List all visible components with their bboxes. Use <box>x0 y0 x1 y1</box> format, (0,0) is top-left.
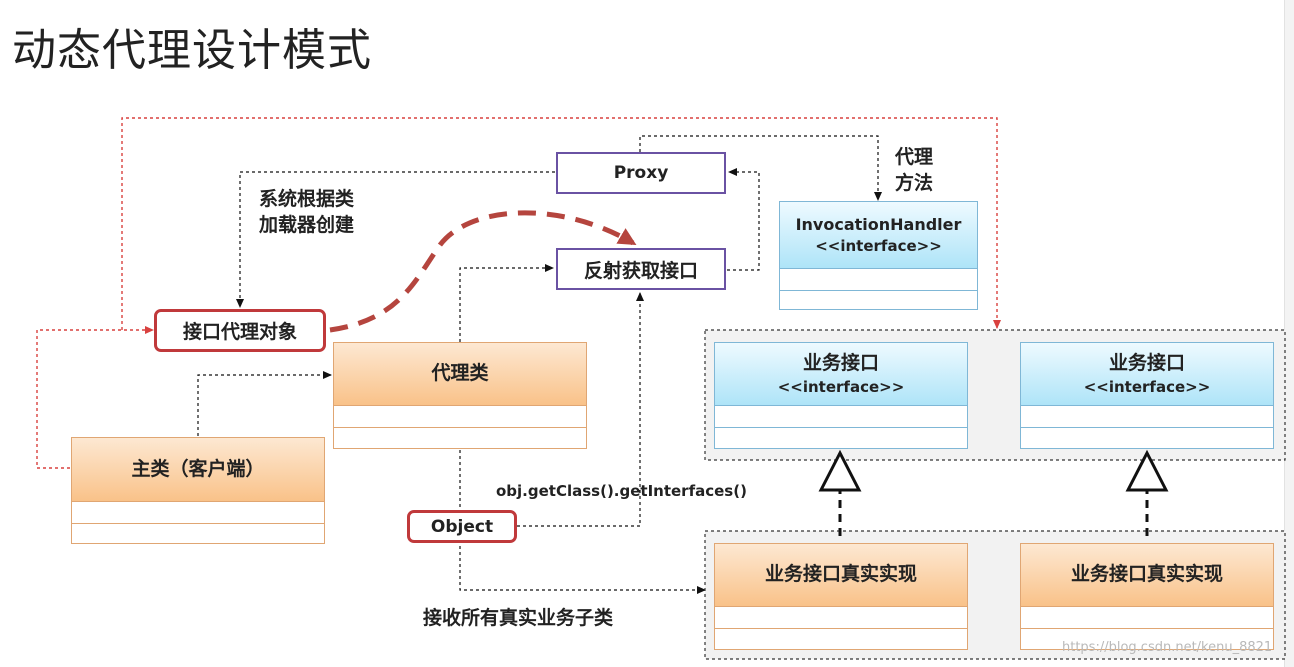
business-interface-methods-2 <box>1021 427 1273 448</box>
get-interfaces-label: obj.getClass().getInterfaces() <box>496 482 747 500</box>
main-class-header: 主类（客户端） <box>72 438 324 501</box>
proxy-label: Proxy <box>613 163 669 183</box>
business-interface-node-2: 业务接口 <<interface>> <box>1020 342 1274 449</box>
page-title: 动态代理设计模式 <box>12 25 372 76</box>
system-create-label: 系统根据类 加载器创建 <box>259 186 354 238</box>
business-interface-node-1: 业务接口 <<interface>> <box>714 342 968 449</box>
business-interface-label-1: 业务接口 <box>802 352 879 375</box>
object-label: Object <box>430 516 494 537</box>
business-interface-methods-1 <box>715 427 967 448</box>
proxy-class-node: 代理类 <box>333 342 587 449</box>
object-to-reflect-arrow <box>517 292 644 527</box>
real-impl-methods-1 <box>715 628 967 649</box>
invocation-handler-stereotype: <<interface>> <box>815 236 942 255</box>
main-class-node: 主类（客户端） <box>71 437 325 544</box>
interface-proxy-object-label: 接口代理对象 <box>182 321 297 343</box>
proxyclass-to-reflect-arrow <box>459 264 554 342</box>
real-impl-node-2: 业务接口真实实现 <box>1020 543 1274 650</box>
invocation-handler-methods <box>780 290 977 309</box>
proxy-class-header: 代理类 <box>334 343 586 405</box>
system-create-line-2: 加载器创建 <box>259 214 355 236</box>
business-interface-attributes-2 <box>1021 405 1273 427</box>
invocation-handler-attributes <box>780 268 977 290</box>
curved-dashed-arrow <box>329 210 637 333</box>
proxy-method-line-1: 代理 <box>895 146 934 168</box>
main-class-attributes <box>72 501 324 523</box>
proxy-method-line-2: 方法 <box>895 172 934 194</box>
invocation-handler-label: InvocationHandler <box>795 215 962 235</box>
proxy-node: Proxy <box>556 152 726 194</box>
main-class-methods <box>72 523 324 543</box>
real-impl-label-1: 业务接口真实实现 <box>764 563 917 586</box>
business-interface-stereotype-1: <<interface>> <box>777 377 905 396</box>
business-interface-label-2: 业务接口 <box>1108 352 1185 375</box>
reflect-to-proxy-arrow <box>727 168 760 271</box>
real-impl-methods-2 <box>1021 628 1273 649</box>
business-interface-header-1: 业务接口 <<interface>> <box>715 343 967 405</box>
main-to-proxyclass-arrow <box>197 371 332 436</box>
proxy-class-attributes <box>334 405 586 427</box>
real-impl-header-2: 业务接口真实实现 <box>1021 544 1273 606</box>
proxy-class-label: 代理类 <box>431 362 489 385</box>
business-interface-attributes-1 <box>715 405 967 427</box>
reflect-interface-label: 反射获取接口 <box>583 259 698 282</box>
proxy-to-object-arrow <box>236 171 555 308</box>
receive-all-label: 接收所有真实业务子类 <box>423 607 614 629</box>
main-class-label: 主类（客户端） <box>131 457 265 480</box>
invocation-handler-node: InvocationHandler <<interface>> <box>779 201 978 310</box>
realization-triangle-1 <box>818 449 862 492</box>
watermark: https://blog.csdn.net/kenu_8821 <box>1062 640 1273 655</box>
real-impl-attributes-1 <box>715 606 967 628</box>
red-loop-top <box>121 117 1001 330</box>
real-impl-attributes-2 <box>1021 606 1273 628</box>
reflect-interface-node: 反射获取接口 <box>556 248 726 290</box>
realization-triangle-2 <box>1125 449 1169 492</box>
real-impl-header-1: 业务接口真实实现 <box>715 544 967 606</box>
red-loop-left <box>36 326 154 469</box>
business-interface-stereotype-2: <<interface>> <box>1083 377 1211 396</box>
real-impl-label-2: 业务接口真实实现 <box>1070 563 1223 586</box>
proxy-class-methods <box>334 427 586 448</box>
object-node: Object <box>407 510 517 543</box>
system-create-line-1: 系统根据类 <box>259 188 355 210</box>
proxy-method-label: 代理 方法 <box>895 144 933 196</box>
proxyclass-to-impl-line <box>459 450 706 594</box>
interface-proxy-object-node: 接口代理对象 <box>154 309 326 352</box>
business-interface-header-2: 业务接口 <<interface>> <box>1021 343 1273 405</box>
invocation-handler-header: InvocationHandler <<interface>> <box>780 202 977 268</box>
real-impl-node-1: 业务接口真实实现 <box>714 543 968 650</box>
proxy-to-handler-arrow <box>639 135 882 201</box>
